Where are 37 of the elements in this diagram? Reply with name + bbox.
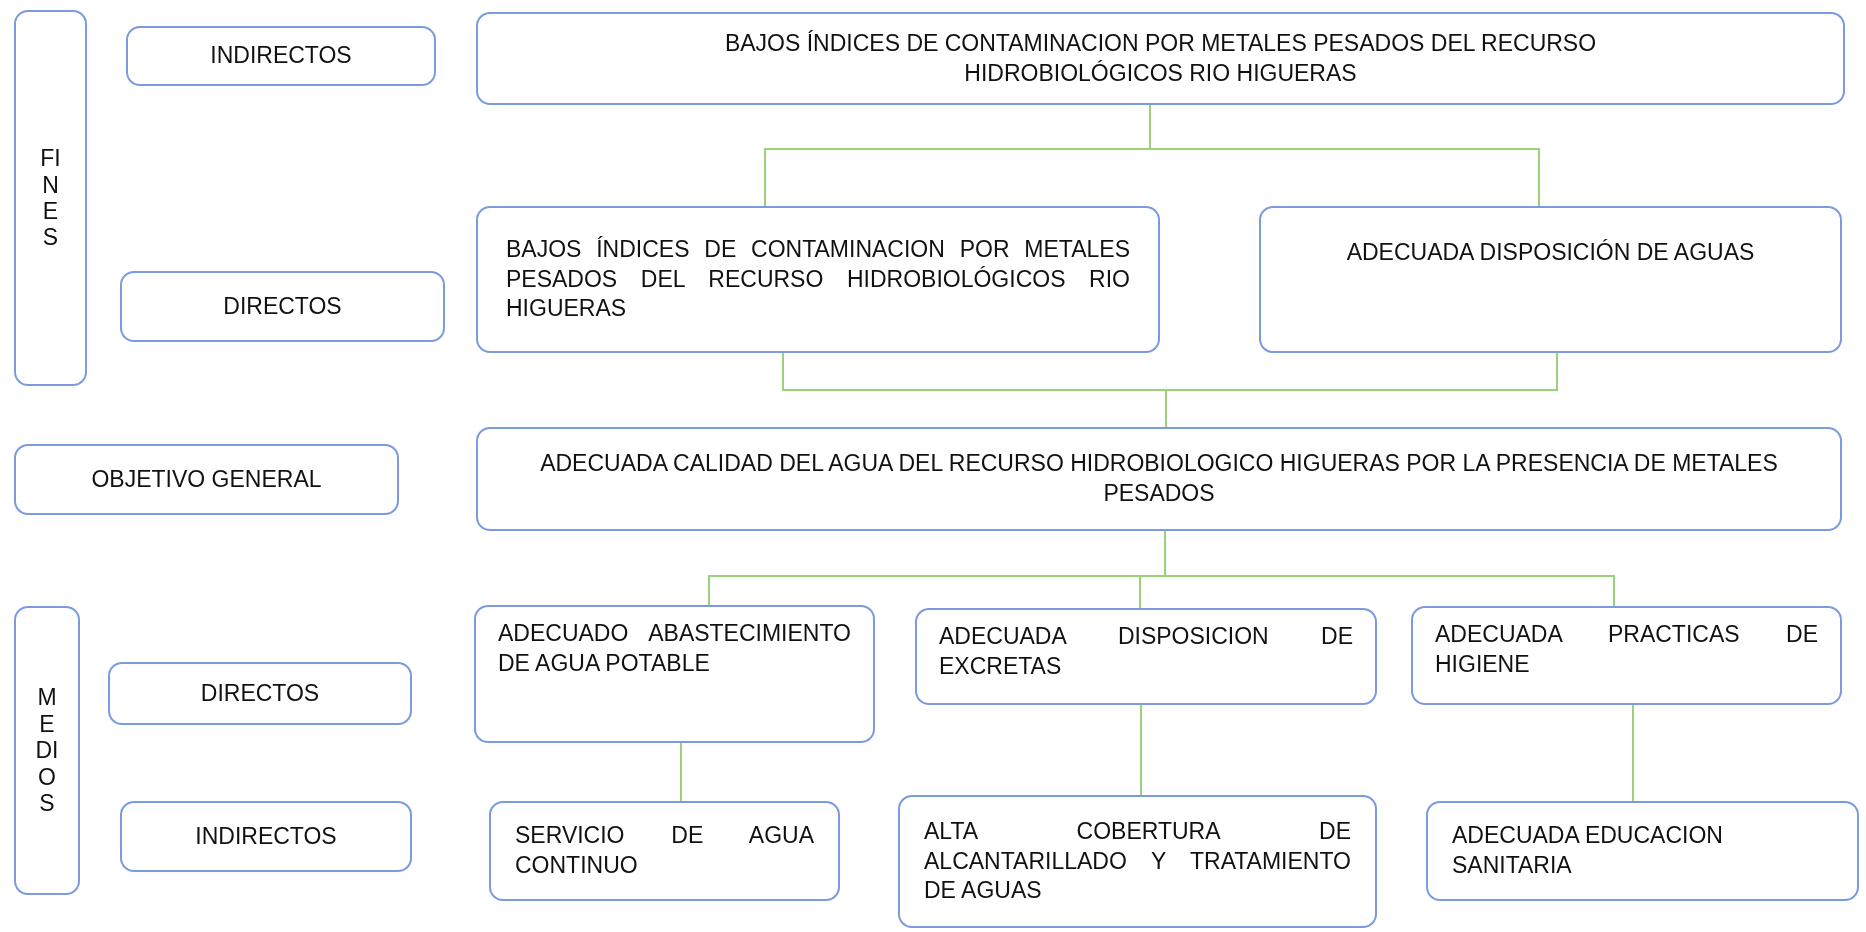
box-text: SERVICIO DE AGUA CONTINUO bbox=[515, 821, 814, 880]
box-text: ADECUADA CALIDAD DEL AGUA DEL RECURSO HIDROBIOLOGICO HIGUERAS POR LA PRESENCIA DE METALES PESADOS bbox=[539, 449, 1779, 508]
connector-line bbox=[680, 742, 682, 802]
connector-line bbox=[1140, 704, 1142, 796]
vertical-label-box bbox=[14, 606, 80, 895]
process-box bbox=[108, 662, 412, 725]
vertical-label: FINES bbox=[39, 145, 62, 251]
process-box bbox=[476, 12, 1845, 105]
connector-line bbox=[1632, 704, 1634, 802]
process-box bbox=[120, 801, 412, 872]
process-box bbox=[476, 427, 1842, 531]
vertical-label-box bbox=[14, 10, 87, 386]
process-box bbox=[1411, 606, 1842, 705]
box-text: BAJOS ÍNDICES DE CONTAMINACION POR METALES PESADOS DEL RECURSO HIDROBIOLÓGICOS RIO HIGUERAS bbox=[723, 28, 1598, 88]
box-text: DIRECTOS bbox=[222, 291, 343, 321]
box-text: INDIRECTOS bbox=[209, 41, 353, 71]
process-box bbox=[474, 605, 875, 743]
vertical-label: MEDIOS bbox=[35, 684, 59, 817]
box-text: OBJETIVO GENERAL bbox=[90, 464, 323, 494]
process-box bbox=[1426, 801, 1859, 901]
box-text: ADECUADA DISPOSICION DE EXCRETAS bbox=[939, 622, 1353, 681]
box-text: BAJOS ÍNDICES DE CONTAMINACION POR METALES PESADOS DEL RECURSO HIDROBIOLÓGICOS RIO HIGUERAS bbox=[506, 234, 1130, 324]
box-text: DIRECTOS bbox=[199, 678, 321, 708]
box-text: ADECUADA PRACTICAS DE HIGIENE bbox=[1435, 620, 1818, 679]
box-text: ADECUADO ABASTECIMIENTO DE AGUA POTABLE bbox=[498, 619, 851, 678]
box-text: INDIRECTOS bbox=[194, 821, 338, 851]
box-text: ADECUADA DISPOSICIÓN DE AGUAS bbox=[1345, 238, 1756, 267]
process-box bbox=[1259, 206, 1842, 353]
process-box bbox=[898, 795, 1377, 928]
process-box bbox=[915, 608, 1377, 705]
process-box bbox=[14, 444, 399, 515]
process-box bbox=[120, 271, 445, 342]
process-box bbox=[126, 26, 436, 86]
process-box bbox=[489, 801, 840, 901]
box-text: ADECUADA EDUCACION SANITARIA bbox=[1452, 821, 1724, 880]
box-text: ALTA COBERTURA DE ALCANTARILLADO Y TRATAMIENTO DE AGUAS bbox=[924, 816, 1351, 906]
process-box bbox=[476, 206, 1160, 353]
